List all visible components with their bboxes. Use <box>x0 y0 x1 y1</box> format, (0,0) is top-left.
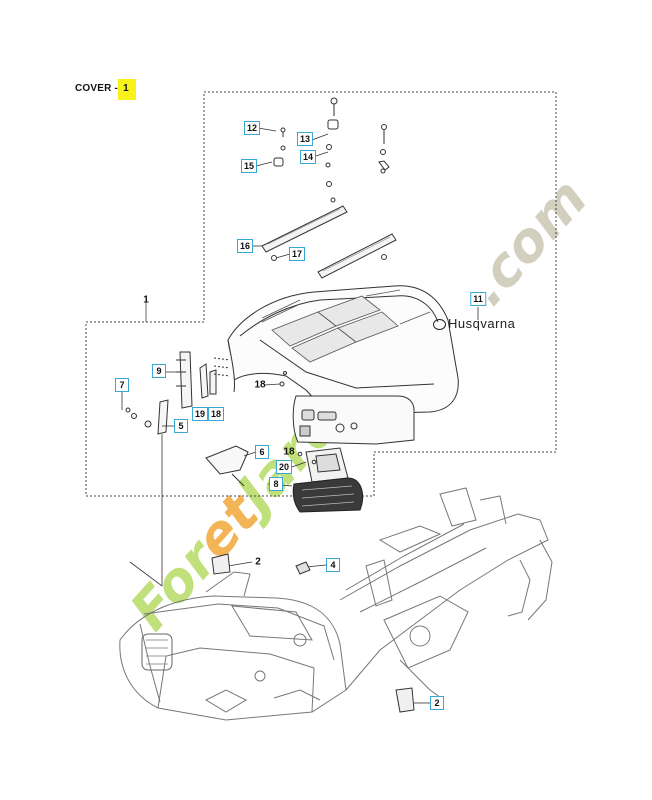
callout-18-box[interactable]: 18 <box>207 407 225 421</box>
callout-4[interactable]: 4 <box>326 558 340 572</box>
callout-2-bottom[interactable]: 2 <box>430 696 444 710</box>
label-part-2-top: 2 <box>255 556 261 568</box>
dash-panel <box>292 395 415 445</box>
leader-lines <box>121 127 479 704</box>
callout-13[interactable]: 13 <box>296 132 314 146</box>
callout-14[interactable]: 14 <box>299 150 317 164</box>
part-4-clip <box>295 561 311 575</box>
page-number-highlight: 1 <box>118 79 136 100</box>
label-part-18-right: 18 <box>254 379 266 391</box>
title-separator: - <box>114 83 119 94</box>
callout-6[interactable]: 6 <box>255 445 269 459</box>
callout-11[interactable]: 11 <box>470 292 486 306</box>
title-text: COVER <box>75 83 112 94</box>
assembly-border <box>85 91 557 497</box>
callout-8[interactable]: 8 <box>269 477 283 491</box>
callout-16[interactable]: 16 <box>236 239 254 253</box>
page-title: COVER -1 <box>75 79 136 100</box>
callout-5[interactable]: 5 <box>174 419 188 433</box>
page-number: 1 <box>123 83 129 94</box>
fastener-set-top <box>271 97 390 261</box>
chassis-frame <box>119 487 553 721</box>
rubber-strips <box>261 205 397 279</box>
label-part-1: 1 <box>143 294 149 306</box>
brand-text: Husqvarna <box>448 316 516 331</box>
hood-grilles <box>261 289 431 363</box>
brand-label: Husqvarna <box>433 316 515 331</box>
side-brackets <box>125 351 317 465</box>
part-6-bracket <box>205 445 249 487</box>
callout-12[interactable]: 12 <box>243 121 261 135</box>
brand-logo-icon <box>433 319 446 331</box>
callout-15[interactable]: 15 <box>240 159 258 173</box>
callout-17[interactable]: 17 <box>288 247 306 261</box>
callout-9[interactable]: 9 <box>152 364 166 378</box>
callout-20[interactable]: 20 <box>275 460 293 474</box>
front-grille <box>292 477 364 513</box>
callout-19[interactable]: 19 <box>191 407 209 421</box>
part-2-parts <box>211 553 415 713</box>
callout-7[interactable]: 7 <box>115 378 129 392</box>
label-part-18-dash: 18 <box>283 446 295 458</box>
dash-bezel <box>305 447 349 483</box>
